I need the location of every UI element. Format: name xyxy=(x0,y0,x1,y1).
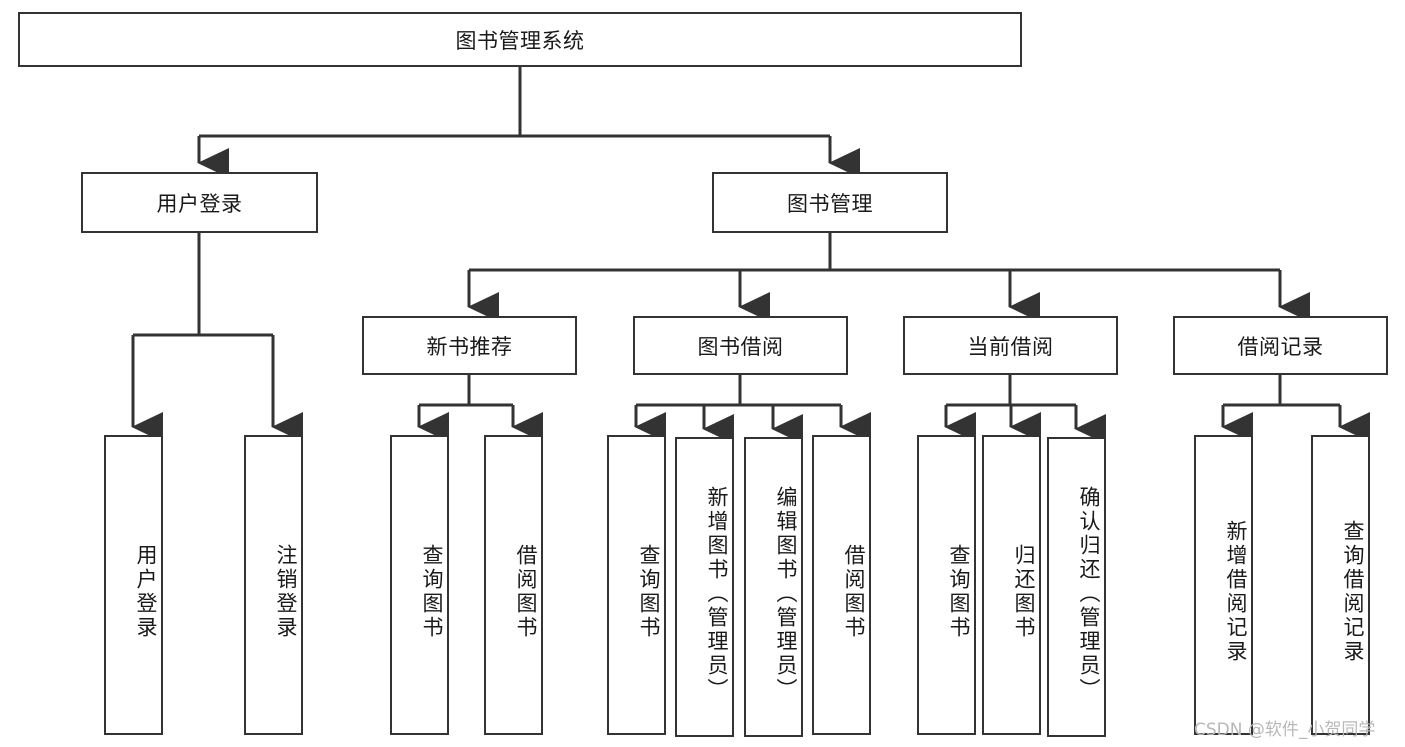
node-new-book-recommend[interactable]: 新书推荐 xyxy=(362,316,577,375)
node-book-borrow[interactable]: 图书借阅 xyxy=(633,316,848,375)
leaf-user-login-label: 用户登录 xyxy=(134,544,158,640)
node-root[interactable]: 图书管理系统 xyxy=(18,12,1022,67)
leaf-cb-confirm-return-label: 确认归还（管理员） xyxy=(1077,486,1101,702)
leaf-nb-borrow-book[interactable]: 借阅图书 xyxy=(484,435,543,735)
node-user-login[interactable]: 用户登录 xyxy=(81,172,318,233)
leaf-cb-query-book[interactable]: 查询图书 xyxy=(917,435,976,735)
node-book-borrow-label: 图书借阅 xyxy=(697,334,784,359)
csdn-watermark: CSDN @软件_小贺同学 xyxy=(1194,720,1376,740)
leaf-br-add-record-label: 新增借阅记录 xyxy=(1224,520,1248,664)
leaf-bb-add-book-label: 新增图书（管理员） xyxy=(705,486,729,702)
leaf-nb-query-book[interactable]: 查询图书 xyxy=(390,435,449,735)
leaf-cb-confirm-return[interactable]: 确认归还（管理员） xyxy=(1047,437,1106,737)
leaf-nb-query-book-label: 查询图书 xyxy=(420,544,444,640)
leaf-br-query-record-label: 查询借阅记录 xyxy=(1341,520,1365,664)
leaf-cb-return-book[interactable]: 归还图书 xyxy=(982,435,1041,735)
leaf-bb-borrow-book-label: 借阅图书 xyxy=(842,544,866,640)
leaf-bb-edit-book[interactable]: 编辑图书（管理员） xyxy=(744,437,803,737)
leaf-logout[interactable]: 注销登录 xyxy=(244,435,303,735)
leaf-bb-query-book-label: 查询图书 xyxy=(637,544,661,640)
node-current-borrow-label: 当前借阅 xyxy=(967,334,1054,359)
leaf-bb-query-book[interactable]: 查询图书 xyxy=(607,435,666,735)
leaf-bb-add-book[interactable]: 新增图书（管理员） xyxy=(675,437,734,737)
node-book-management[interactable]: 图书管理 xyxy=(712,172,948,233)
leaf-logout-label: 注销登录 xyxy=(274,544,298,640)
node-current-borrow[interactable]: 当前借阅 xyxy=(903,316,1118,375)
leaf-nb-borrow-book-label: 借阅图书 xyxy=(514,544,538,640)
leaf-cb-return-book-label: 归还图书 xyxy=(1012,544,1036,640)
node-book-management-label: 图书管理 xyxy=(787,191,873,216)
node-root-label: 图书管理系统 xyxy=(455,28,585,53)
node-new-book-recommend-label: 新书推荐 xyxy=(426,334,513,359)
leaf-br-add-record[interactable]: 新增借阅记录 xyxy=(1194,435,1253,735)
leaf-bb-borrow-book[interactable]: 借阅图书 xyxy=(812,435,871,735)
leaf-bb-edit-book-label: 编辑图书（管理员） xyxy=(774,486,798,702)
leaf-br-query-record[interactable]: 查询借阅记录 xyxy=(1311,435,1370,735)
leaf-cb-query-book-label: 查询图书 xyxy=(947,544,971,640)
node-borrow-record[interactable]: 借阅记录 xyxy=(1173,316,1388,375)
node-user-login-label: 用户登录 xyxy=(156,191,243,216)
leaf-user-login[interactable]: 用户登录 xyxy=(104,435,163,735)
node-borrow-record-label: 借阅记录 xyxy=(1237,334,1324,359)
